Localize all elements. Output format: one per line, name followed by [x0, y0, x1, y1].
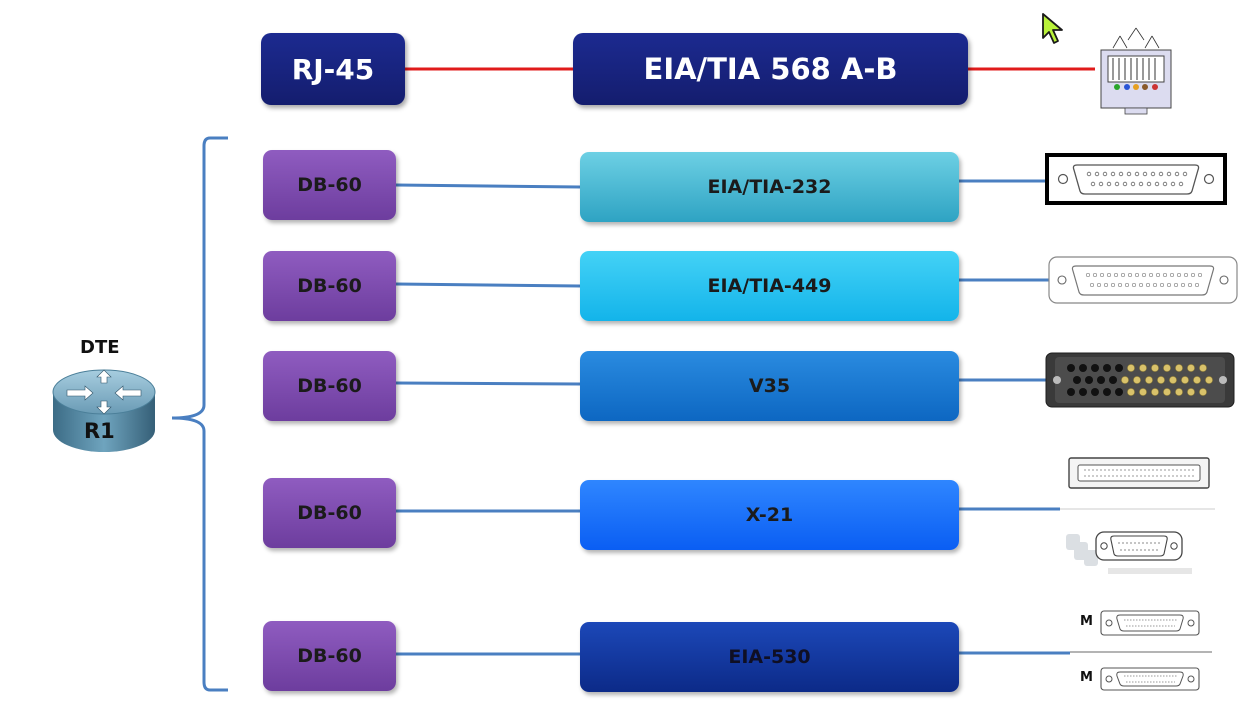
- eia-530-box: EIA-530: [580, 622, 959, 692]
- db60-label-4: DB-60: [297, 502, 362, 524]
- eia-tia-232-label: EIA/TIA-232: [707, 176, 832, 198]
- v35-connector-icon: [1045, 352, 1235, 408]
- db60-box-5: DB-60: [263, 621, 396, 691]
- rj45-box: RJ-45: [261, 33, 405, 105]
- eia-tia-449-box: EIA/TIA-449: [580, 251, 959, 321]
- eia-530-label: EIA-530: [728, 646, 811, 668]
- db25-connector-icon: [1045, 153, 1227, 205]
- db60-box-2: DB-60: [263, 251, 396, 321]
- dte-label: DTE: [80, 337, 120, 358]
- eia530-top-connector-icon: [1100, 610, 1200, 636]
- db60-label-2: DB-60: [297, 275, 362, 297]
- x21-ribbon-connector-icon: [1068, 457, 1210, 489]
- eia-tia-232-box: EIA/TIA-232: [580, 152, 959, 222]
- row1-left-line: [395, 183, 581, 189]
- eia-tia-449-label: EIA/TIA-449: [707, 275, 832, 297]
- row2-left-line: [395, 282, 581, 288]
- rj45-label: RJ-45: [291, 52, 375, 86]
- router-icon[interactable]: [47, 364, 161, 460]
- db37-connector-icon: [1048, 256, 1238, 304]
- row3-left-line: [395, 381, 581, 386]
- db60-label-3: DB-60: [297, 375, 362, 397]
- eia-tia-568-box: EIA/TIA 568 A-B: [573, 33, 968, 105]
- db60-box-4: DB-60: [263, 478, 396, 548]
- dte-bracket: [171, 136, 228, 692]
- eia-tia-568-label: EIA/TIA 568 A-B: [643, 52, 898, 86]
- x21-db15-connector-icon: [1066, 531, 1192, 574]
- eia530-top-gender-label: M: [1080, 614, 1093, 629]
- db60-label-5: DB-60: [297, 645, 362, 667]
- router-name: R1: [84, 419, 115, 443]
- eia530-bottom-connector-icon: [1100, 667, 1200, 691]
- mouse-cursor-icon: [1042, 13, 1063, 44]
- eia530-bottom-gender-label: M: [1080, 670, 1093, 685]
- x21-label: X-21: [745, 504, 794, 526]
- db60-box-1: DB-60: [263, 150, 396, 220]
- rj45-pinout-icon: [1100, 27, 1172, 115]
- v35-box: V35: [580, 351, 959, 421]
- x21-box: X-21: [580, 480, 959, 550]
- db60-label-1: DB-60: [297, 174, 362, 196]
- v35-label: V35: [748, 375, 791, 397]
- db60-box-3: DB-60: [263, 351, 396, 421]
